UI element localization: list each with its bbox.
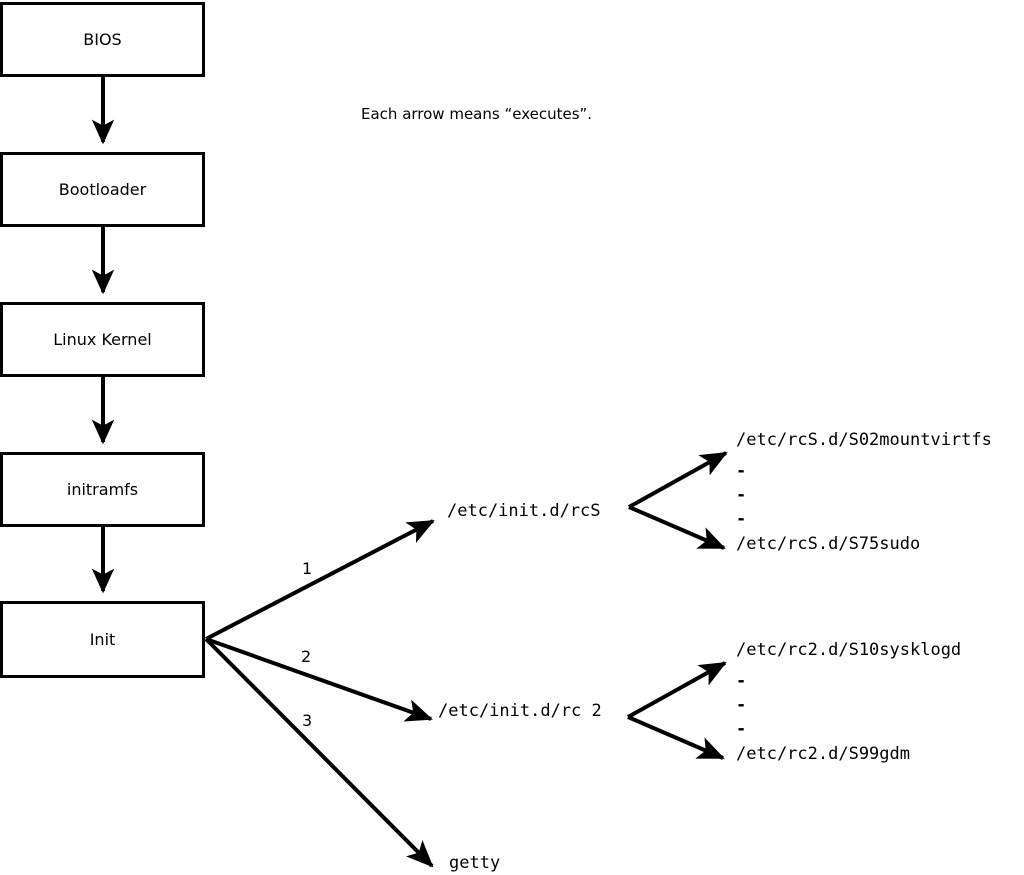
rcS-script-label[interactable]: /etc/init.d/rcS <box>447 501 601 521</box>
init-branch-number-1: 1 <box>302 559 313 578</box>
stage-box-initramfs[interactable]: initramfs <box>0 452 205 527</box>
stage-box-bootloader[interactable]: Bootloader <box>0 152 205 227</box>
rc2-d-ellipsis-dash-3: - <box>736 719 747 739</box>
init-branch-arrow-1 <box>205 519 435 641</box>
rcS-d-last-script-label[interactable]: /etc/rcS.d/S75sudo <box>736 534 921 554</box>
init-branch-arrow-3 <box>204 637 434 868</box>
rc2-d-first-script-label[interactable]: /etc/rc2.d/S10sysklogd <box>736 640 962 660</box>
rcS-branch-arrow-first <box>628 451 728 509</box>
stage-box-bootloader-label: Bootloader <box>58 179 147 199</box>
stage-box-linux-kernel[interactable]: Linux Kernel <box>0 302 205 377</box>
caption-text: Each arrow means “executes”. <box>361 105 593 123</box>
rcS-d-first-script-label[interactable]: /etc/rcS.d/S02mountvirtfs <box>736 430 992 450</box>
rcS-branch-arrow-last <box>628 505 726 550</box>
stage-box-bios[interactable]: BIOS <box>0 2 205 77</box>
stage-box-init-label: Init <box>89 629 116 649</box>
rcS-d-ellipsis-dash-1: - <box>736 461 747 481</box>
init-branch-number-2: 2 <box>301 647 312 666</box>
rc2-d-ellipsis-dash-2: - <box>736 695 747 715</box>
rc2-d-ellipsis-dash-1: - <box>736 671 747 691</box>
getty-label[interactable]: getty <box>449 853 501 873</box>
rc2-script-label[interactable]: /etc/init.d/rc 2 <box>438 701 602 721</box>
rcS-d-ellipsis-dash-2: - <box>736 485 747 505</box>
stage-box-bios-label: BIOS <box>83 29 122 49</box>
rc2-branch-arrow-first <box>627 661 727 719</box>
rcS-d-ellipsis-dash-3: - <box>736 509 747 529</box>
stage-box-linux-kernel-label: Linux Kernel <box>53 329 152 349</box>
stage-box-init[interactable]: Init <box>0 601 205 678</box>
rc2-branch-arrow-last <box>627 715 725 760</box>
rc2-d-last-script-label[interactable]: /etc/rc2.d/S99gdm <box>736 744 910 764</box>
init-branch-arrow-2 <box>205 637 433 722</box>
init-branch-number-3: 3 <box>302 711 313 730</box>
stage-box-initramfs-label: initramfs <box>66 479 139 499</box>
